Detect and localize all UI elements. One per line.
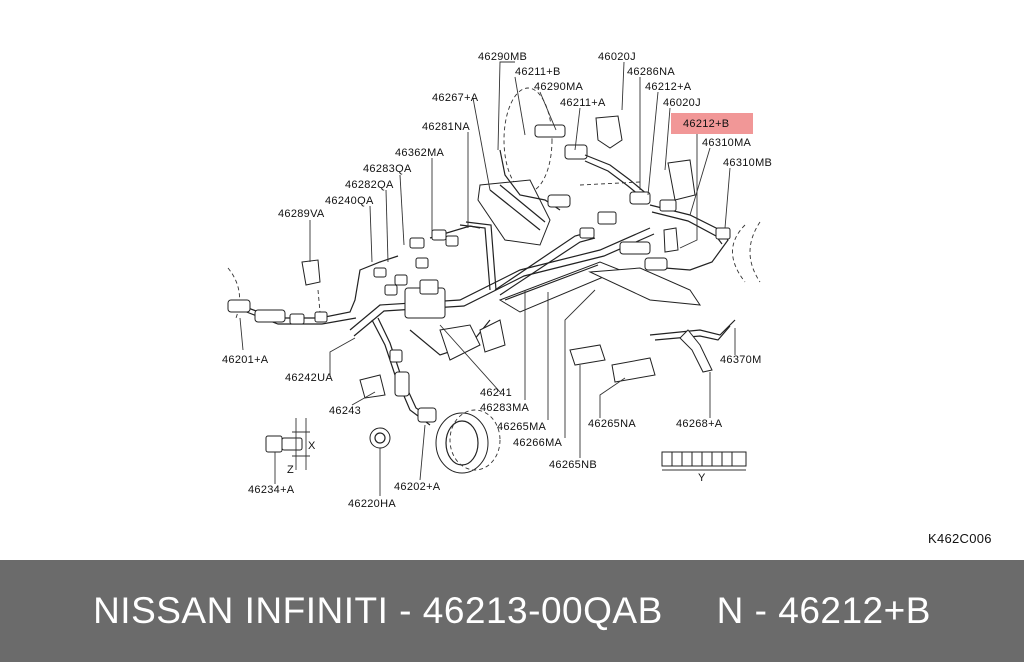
- label-46266ma: 46266MA: [513, 437, 563, 449]
- label-46290mb: 46290MB: [478, 51, 527, 63]
- label-46212b: 46212+B: [683, 118, 729, 130]
- label-46362ma: 46362MA: [395, 147, 445, 159]
- label-46220ha: 46220HA: [348, 498, 396, 510]
- label-46310ma: 46310MA: [702, 137, 752, 149]
- label-46282qa: 46282QA: [345, 179, 394, 191]
- label-46283ma: 46283MA: [480, 402, 530, 414]
- diagram-artwork: [227, 61, 761, 496]
- label-46290ma: 46290MA: [534, 81, 584, 93]
- label-46240qa: 46240QA: [325, 195, 374, 207]
- label-46267a: 46267+A: [432, 92, 479, 104]
- label-46241: 46241: [480, 387, 512, 399]
- label-46211a: 46211+A: [560, 97, 606, 109]
- label-46265nb: 46265NB: [549, 459, 597, 471]
- label-46243: 46243: [329, 405, 361, 417]
- dimension-mark-x: X: [308, 440, 316, 452]
- label-46202a: 46202+A: [394, 481, 441, 493]
- label-46286na: 46286NA: [627, 66, 675, 78]
- label-46310mb: 46310MB: [723, 157, 772, 169]
- label-46283qa: 46283QA: [363, 163, 412, 175]
- caption-bar: NISSAN INFINITI - 46213-00QAB N - 46212+…: [0, 560, 1024, 662]
- highlight-box: [671, 113, 753, 134]
- label-46212a: 46212+A: [645, 81, 692, 93]
- part-caption: NISSAN INFINITI - 46213-00QAB N - 46212+…: [93, 590, 931, 631]
- label-46370m: 46370M: [720, 354, 762, 366]
- dimension-mark-z: Z: [287, 464, 294, 476]
- parts-diagram: 46290MB 46020J 46211+B 46286NA 46290MA 4…: [222, 51, 992, 546]
- label-46211b: 46211+B: [515, 66, 561, 78]
- label-46289va: 46289VA: [278, 208, 325, 220]
- dimension-mark-y: Y: [698, 472, 706, 484]
- label-46265na: 46265NA: [588, 418, 636, 430]
- label-46242ua: 46242UA: [285, 372, 333, 384]
- label-46020j: 46020J: [663, 97, 701, 109]
- label-46234a: 46234+A: [248, 484, 295, 496]
- diagram-code: K462C006: [928, 531, 992, 546]
- label-46268a: 46268+A: [676, 418, 723, 430]
- label-46265ma: 46265MA: [497, 421, 547, 433]
- label-46281na: 46281NA: [422, 121, 470, 133]
- label-46020j-top: 46020J: [598, 51, 636, 63]
- label-46201a: 46201+A: [222, 354, 269, 366]
- brake-line-diagram-svg: 46290MB 46020J 46211+B 46286NA 46290MA 4…: [222, 51, 992, 546]
